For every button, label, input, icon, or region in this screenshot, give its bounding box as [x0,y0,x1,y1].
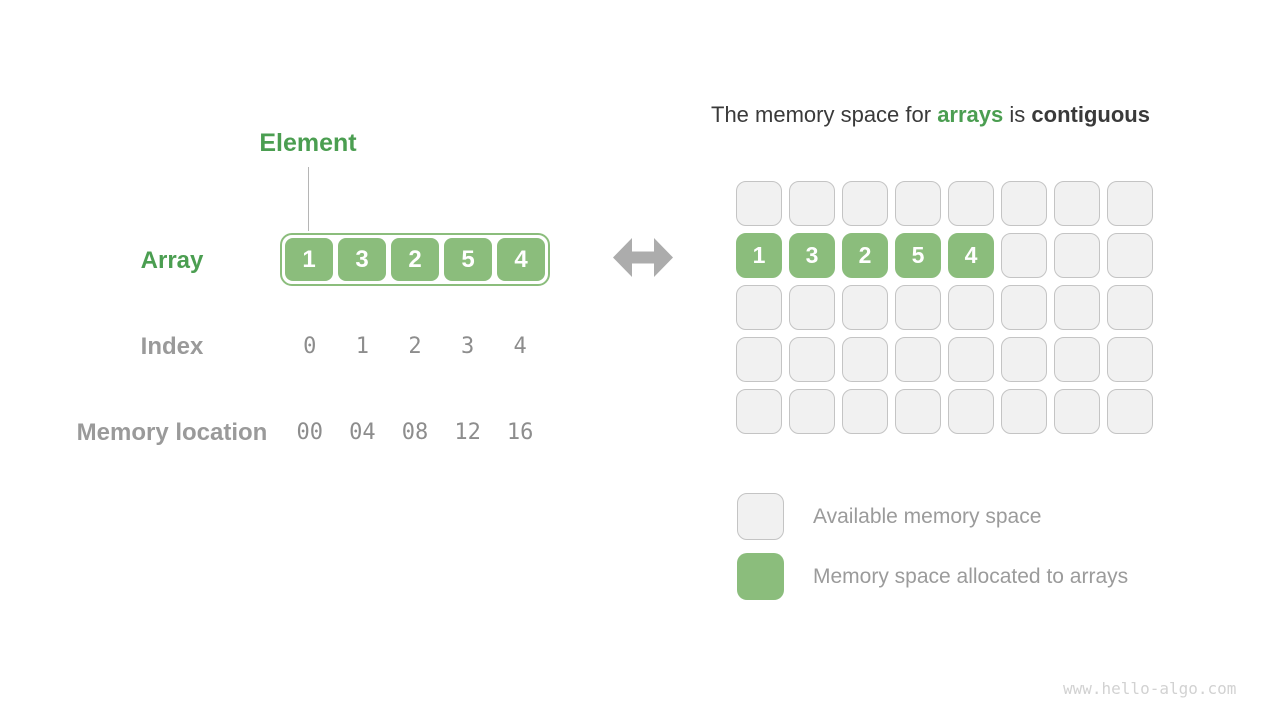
index-label: Index [140,333,204,360]
memory-cell-available [842,337,888,382]
memory-cell-allocated: 4 [948,233,994,278]
memory-cell-available [1001,337,1047,382]
memory-cell-available [1001,389,1047,434]
memory-cell-allocated: 3 [789,233,835,278]
memory-cell-available [736,337,782,382]
array-cell: 5 [444,238,492,281]
memory-cell-available [736,181,782,226]
title-segment: arrays [937,102,1004,127]
memory-cell-available [1054,233,1100,278]
memory-cell-available [842,181,888,226]
memory-cell-available [1054,389,1100,434]
memory-cell-available [1054,285,1100,330]
index-value: 2 [408,334,422,359]
memory-cell-allocated: 2 [842,233,888,278]
element-label: Element [259,129,357,157]
memory-cell-available [1107,181,1153,226]
memory-location-label: Memory location [76,419,268,446]
legend-item: Available memory space [737,493,1128,540]
available-swatch [737,493,784,540]
memory-cell-available [895,285,941,330]
index-value: 4 [513,334,527,359]
memory-location-value: 16 [506,420,534,445]
memory-cell-available [789,389,835,434]
memory-cell-available [895,181,941,226]
memory-location-value: 00 [296,420,324,445]
memory-location-value: 12 [454,420,481,445]
title-segment: The memory space for [711,102,938,127]
memory-cell-available [842,285,888,330]
allocated-swatch [737,553,784,600]
memory-cell-available [1107,389,1153,434]
memory-cell-available [1107,233,1153,278]
legend-label: Memory space allocated to arrays [813,564,1129,588]
array-cell: 4 [497,238,545,281]
diagram-title: The memory space for arrays is contiguou… [711,102,1150,128]
memory-cell-available [1054,181,1100,226]
legend-label: Available memory space [813,504,1042,528]
memory-cell-available [1054,337,1100,382]
array-cell: 3 [338,238,386,281]
memory-cell-available [948,337,994,382]
legend-item: Memory space allocated to arrays [737,553,1128,600]
index-row: 0 1 2 3 4 [286,334,544,359]
memory-cell-available [1001,233,1047,278]
memory-cell-available [842,389,888,434]
memory-cell-available [789,181,835,226]
watermark: www.hello-algo.com [1063,679,1237,698]
memory-cell-allocated: 5 [895,233,941,278]
memory-cell-available [789,337,835,382]
memory-location-value: 04 [349,420,376,445]
memory-cell-available [789,285,835,330]
array-cell: 2 [391,238,439,281]
array-label: Array [140,247,204,274]
memory-location-value: 08 [401,420,429,445]
memory-cell-available [736,285,782,330]
element-leader-line [308,167,309,231]
memory-cell-available [1001,285,1047,330]
index-value: 1 [355,334,370,359]
memory-cell-available [1107,337,1153,382]
memory-location-row: 00 04 08 12 16 [286,420,544,445]
memory-cell-available [948,389,994,434]
memory-cell-available [895,389,941,434]
memory-cell-available [1001,181,1047,226]
left-right-arrow-icon [613,238,673,277]
title-segment: contiguous [1031,102,1150,127]
memory-cell-available [948,285,994,330]
memory-cell-available [895,337,941,382]
memory-cell-allocated: 1 [736,233,782,278]
array-cell: 1 [285,238,333,281]
index-value: 3 [460,334,475,359]
memory-cell-available [1107,285,1153,330]
memory-cell-available [948,181,994,226]
title-segment: is [1003,102,1032,127]
index-value: 0 [303,334,317,359]
memory-cell-available [736,389,782,434]
